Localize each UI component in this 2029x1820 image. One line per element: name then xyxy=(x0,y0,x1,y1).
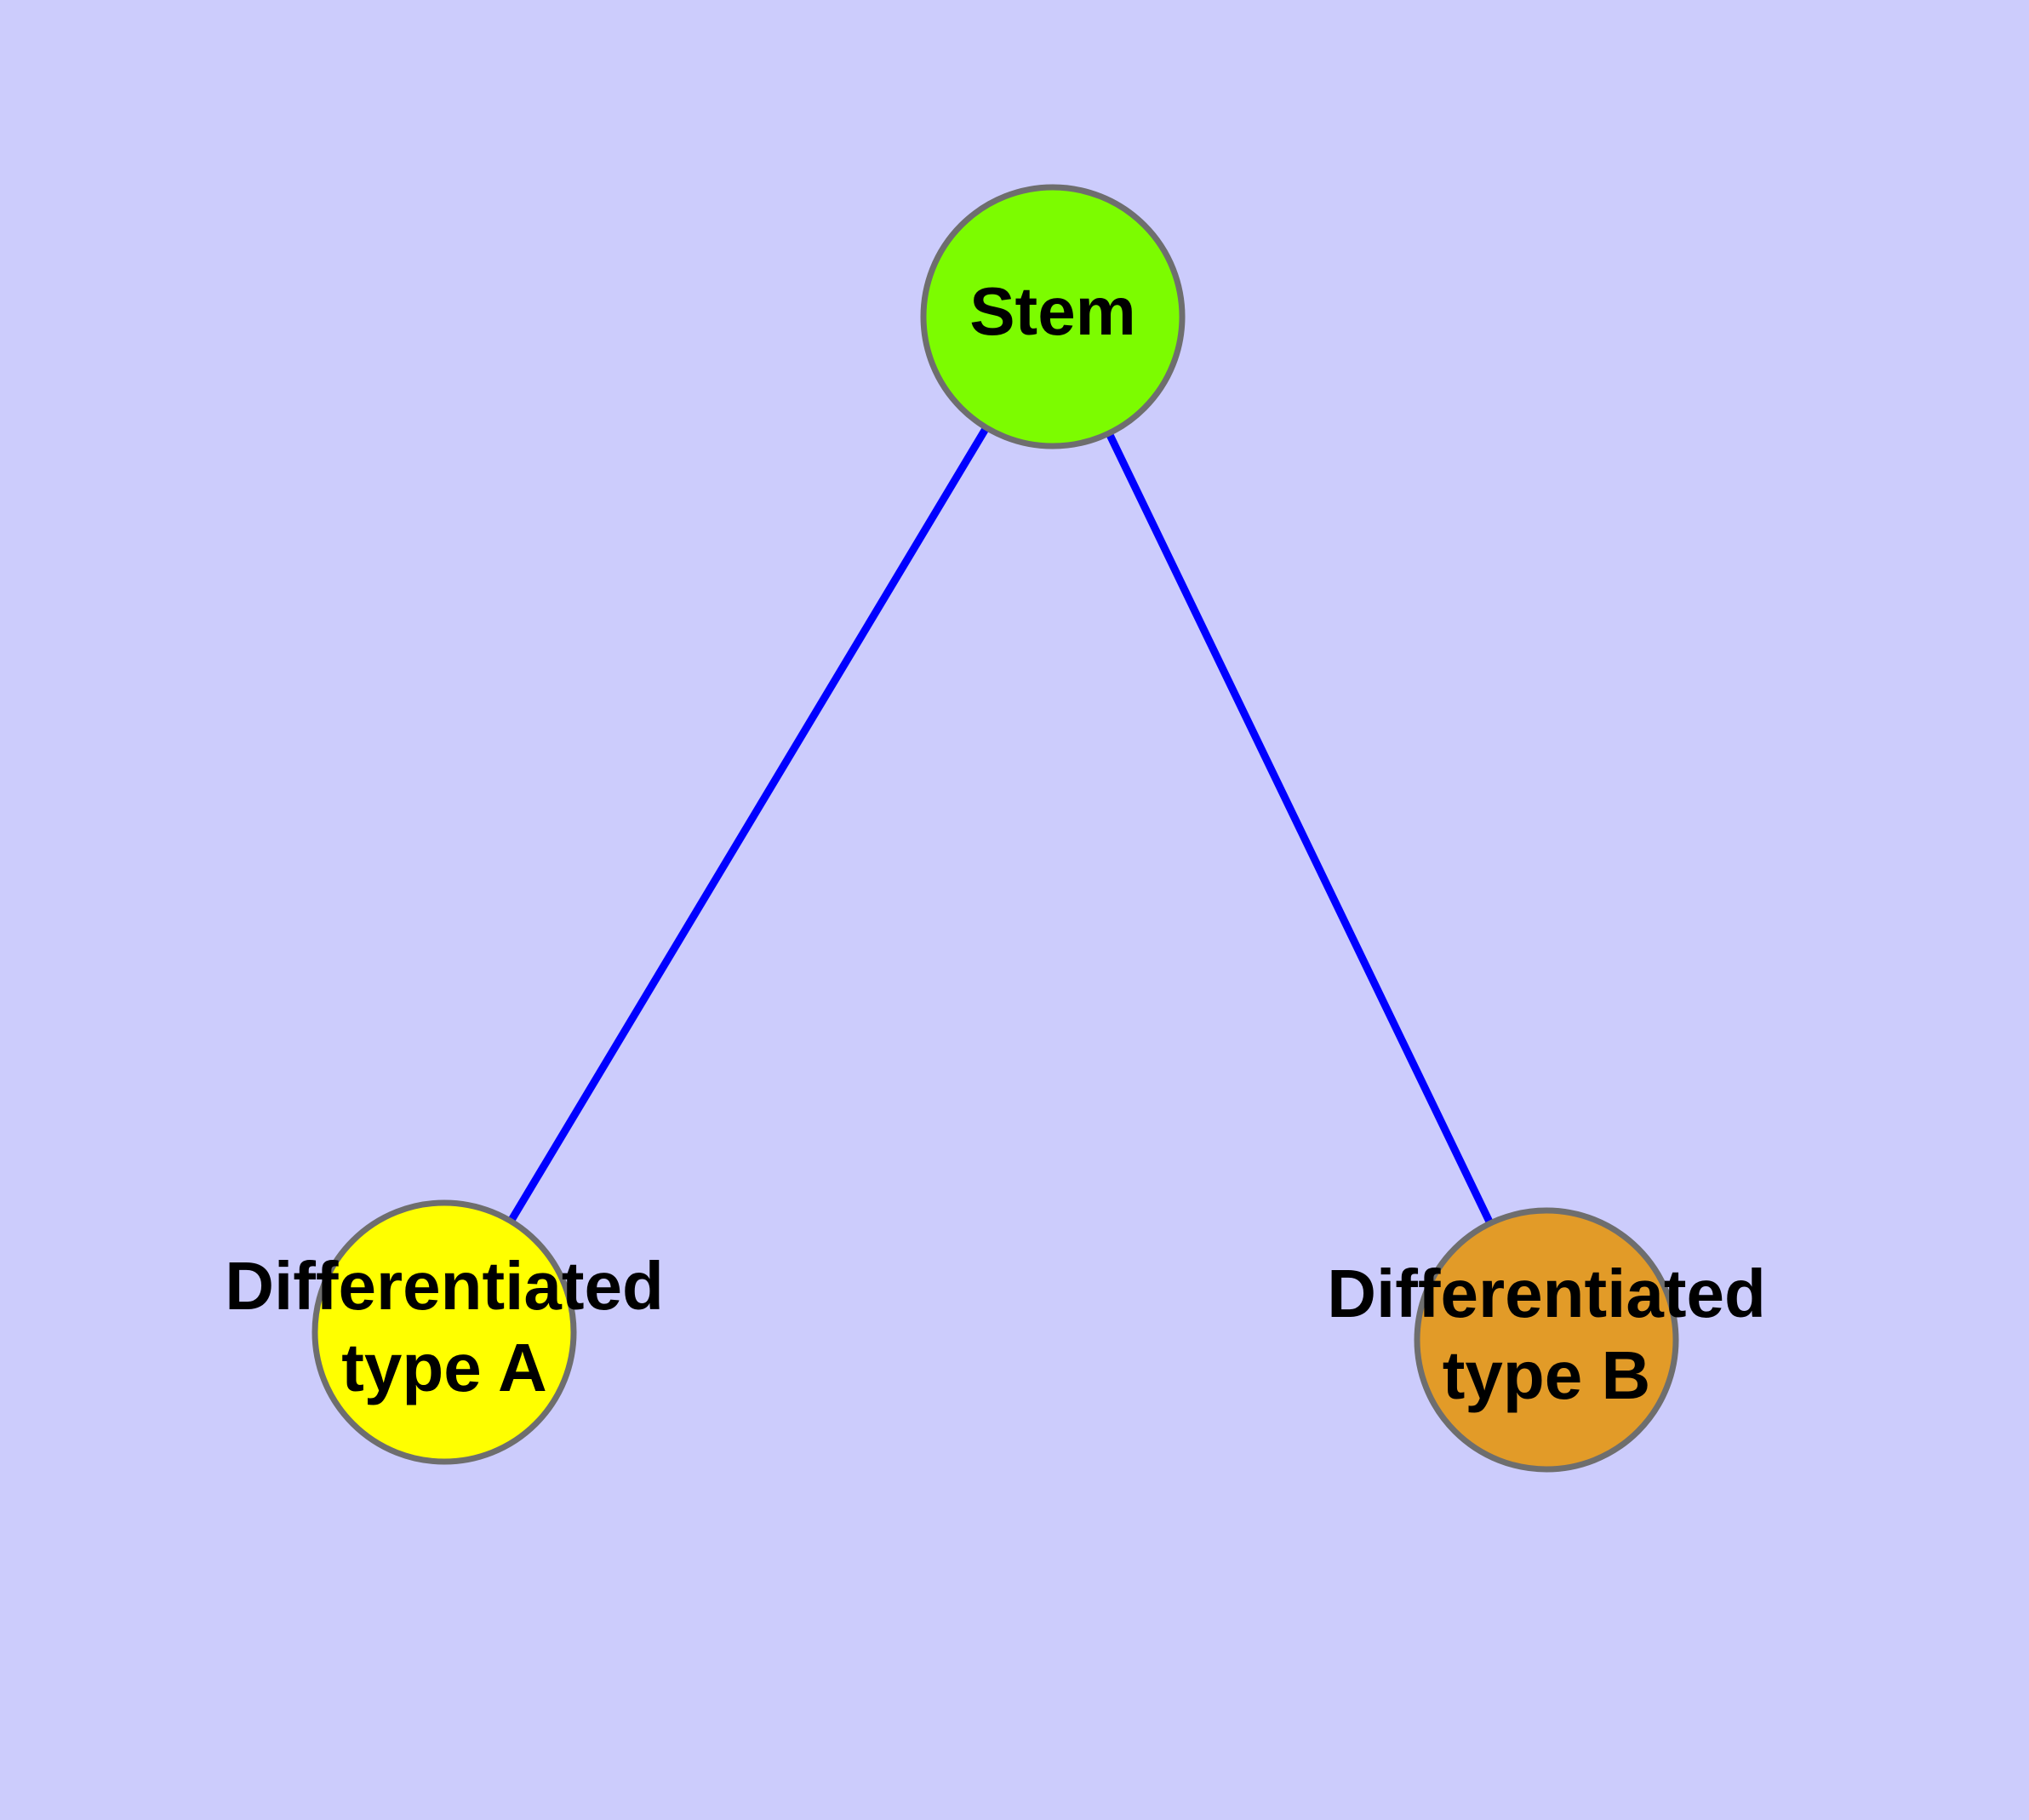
nodes-layer xyxy=(311,184,1679,1473)
label-line: Stem xyxy=(969,273,1136,349)
graph-node-label-stem: Stem xyxy=(969,273,1136,349)
graph-edge-stem-to-a[interactable] xyxy=(508,426,989,1222)
graph-node-stem[interactable] xyxy=(920,184,1186,449)
label-line: type A xyxy=(341,1330,547,1405)
label-line: type B xyxy=(1443,1337,1651,1413)
graph-node-diff_b[interactable] xyxy=(1414,1207,1679,1473)
graph-node-diff_a[interactable] xyxy=(311,1199,577,1465)
edges-layer xyxy=(508,426,1494,1224)
label-line: Differentiated xyxy=(225,1248,664,1324)
graph-edge-stem-to-b[interactable] xyxy=(1106,432,1494,1224)
label-line: Differentiated xyxy=(1327,1256,1766,1331)
